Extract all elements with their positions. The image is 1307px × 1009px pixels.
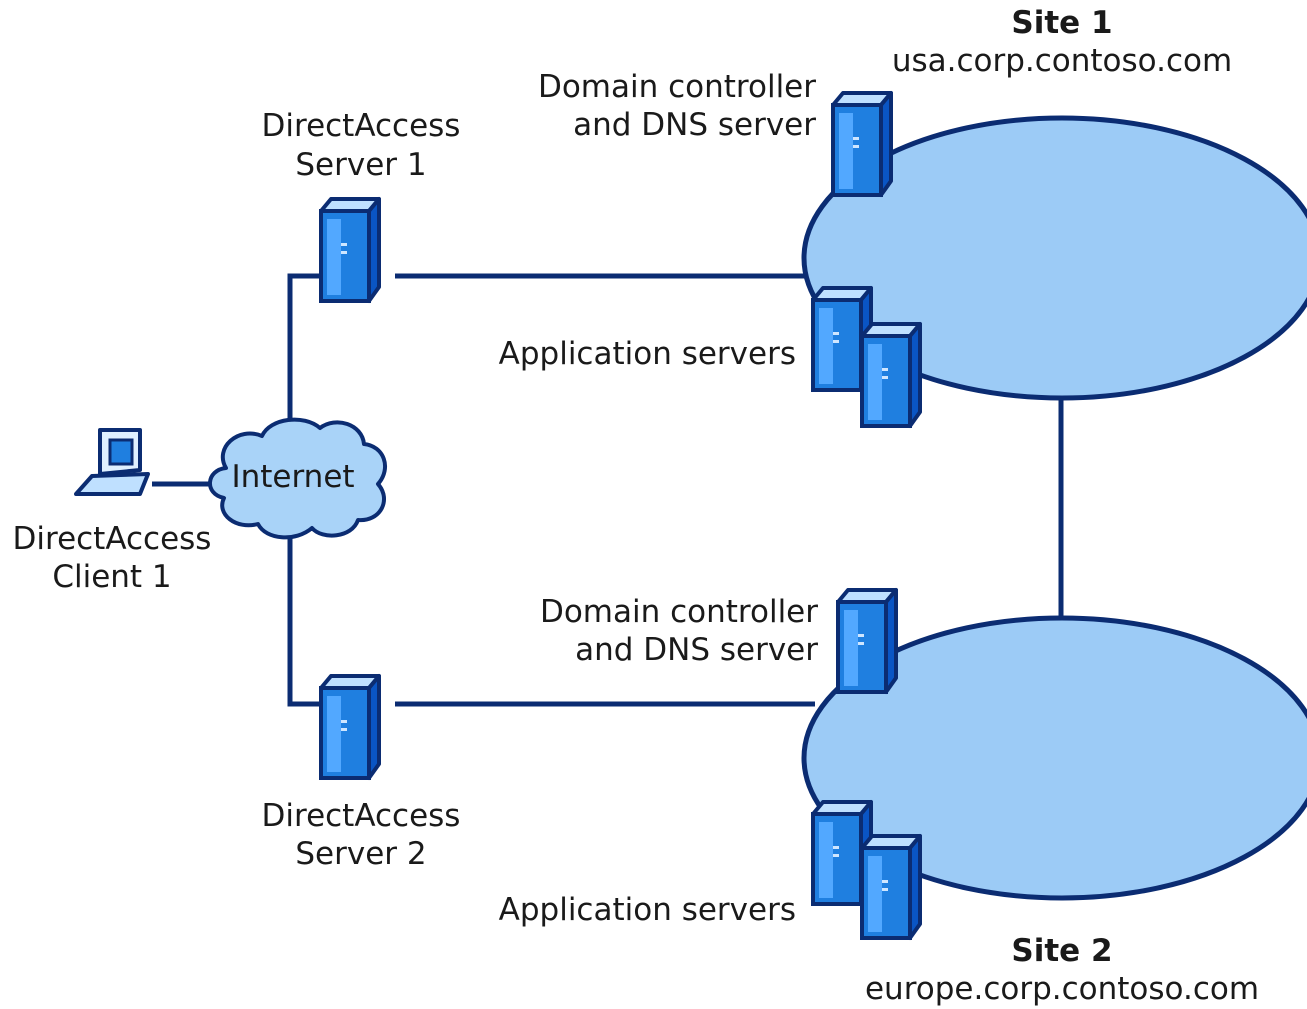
site2-title: Site 2 [1011, 933, 1113, 969]
site1-app-server-icon [860, 322, 922, 428]
client-label-line2: Client 1 [52, 559, 172, 595]
site1-domain: usa.corp.contoso.com [891, 43, 1233, 79]
laptop-icon [74, 428, 150, 496]
site1-dc-label-line2: and DNS server [573, 107, 816, 143]
site2-app-label: Application servers [498, 892, 796, 928]
site2-domain-controller-icon [836, 588, 898, 694]
directaccess-server2-icon [319, 674, 381, 780]
directaccess-server1-icon [319, 197, 381, 303]
internet-cloud-icon [208, 417, 388, 540]
site2-network [801, 615, 1307, 901]
server2-label-line2: Server 2 [295, 836, 427, 872]
site2-domain: europe.corp.contoso.com [864, 971, 1260, 1007]
site2-dc-label-line1: Domain controller [539, 594, 818, 630]
site2-app-server-icon [860, 834, 922, 940]
connection-lines [152, 273, 1064, 707]
site2-dc-label-line2: and DNS server [575, 632, 818, 668]
site1-dc-label-line1: Domain controller [537, 69, 816, 105]
internet-label: Internet [231, 459, 355, 495]
server1-label-line1: DirectAccess [261, 108, 461, 144]
site1-title: Site 1 [1011, 5, 1113, 41]
server2-label-line1: DirectAccess [261, 798, 461, 834]
site1-domain-controller-icon [831, 91, 893, 197]
link-internet-server2 [287, 535, 325, 707]
client-label-line1: DirectAccess [12, 521, 212, 557]
site1-app-label: Application servers [498, 336, 796, 372]
site1-network [801, 115, 1307, 401]
link-internet-server1 [287, 273, 325, 425]
server1-label-line2: Server 1 [295, 147, 427, 183]
